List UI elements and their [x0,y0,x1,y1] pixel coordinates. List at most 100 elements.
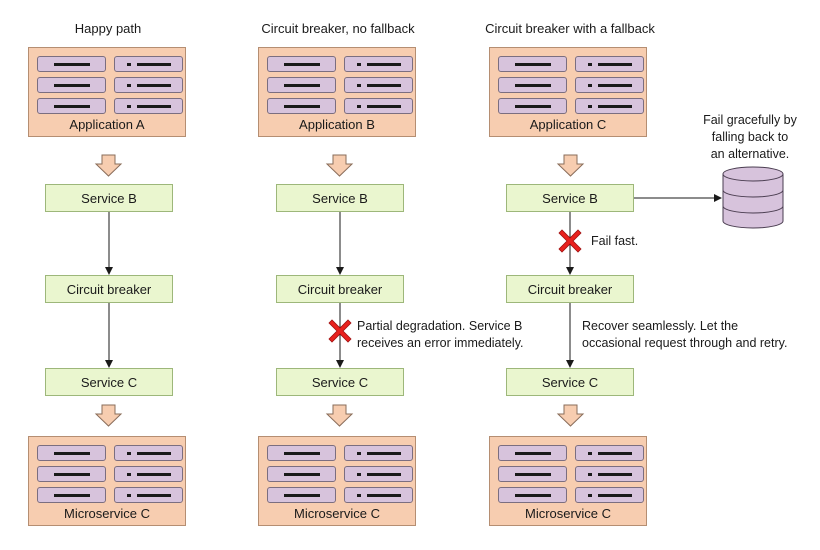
slot-dot [588,452,592,455]
server-slot-icon [344,487,413,503]
slot-bar [598,63,632,66]
slot-bar [598,473,632,476]
service-b-box-3: Service B [506,184,634,212]
application-a-label: Application A [69,117,145,132]
fail-fast-note: Fail fast. [591,234,639,248]
server-slot-icon [114,445,183,461]
microservice-c-box-1: Microservice C [28,436,186,526]
server-slot-icon [498,466,567,482]
slot-dot [588,473,592,476]
service-b-box-1: Service B [45,184,173,212]
circuit-breaker-box-3: Circuit breaker [506,275,634,303]
server-slot-icon [575,445,644,461]
slot-bar [515,494,551,497]
application-c-label: Application C [529,117,607,132]
partial-degradation-note: Partial degradation. Service B receives … [357,318,524,352]
service-c-box-2: Service C [276,368,404,396]
slot-bar [515,84,551,87]
slot-bar [137,452,171,455]
red-x-icon [558,229,582,253]
server-slot-icon [575,56,644,72]
slot-dot [357,452,361,455]
application-b-label: Application B [299,117,375,132]
slot-dot [127,105,131,108]
slot-bar [137,473,171,476]
slot-bar [367,105,401,108]
circuit-breaker-box-1: Circuit breaker [45,275,173,303]
slot-bar [367,473,401,476]
slot-bar [284,84,320,87]
column-title-no-fallback: Circuit breaker, no fallback [261,21,415,36]
slot-bar [284,63,320,66]
slot-dot [357,84,361,87]
server-slot-icon [498,56,567,72]
slot-dot [127,494,131,497]
application-c-box: Application C [489,47,647,137]
application-b-box: Application B [258,47,416,137]
server-slot-icon [344,77,413,93]
note-line: Recover seamlessly. Let the [582,319,739,333]
slot-bar [54,63,90,66]
server-slot-icon [37,77,106,93]
server-slot-icon [267,487,336,503]
note-line: Partial degradation. Service B [357,319,523,333]
server-slot-icon [575,98,644,114]
slot-bar [598,84,632,87]
down-arrow-icon [94,154,123,177]
slot-bar [284,105,320,108]
circuit-breaker-box-2: Circuit breaker [276,275,404,303]
server-slot-icon [498,445,567,461]
server-slot-icon [114,487,183,503]
database-icon [722,166,784,229]
column-title-with-fallback: Circuit breaker with a fallback [485,21,655,36]
recover-seamlessly-note: Recover seamlessly. Let the occasional r… [582,318,787,352]
server-slot-icon [114,77,183,93]
slot-bar [137,494,171,497]
slot-bar [598,105,632,108]
server-slot-icon [344,98,413,114]
slot-bar [367,494,401,497]
server-slot-icon [267,445,336,461]
slot-bar [54,494,90,497]
down-arrow-icon [325,154,354,177]
note-line: receives an error immediately. [357,336,524,350]
server-slot-icon [575,77,644,93]
server-slot-icon [344,56,413,72]
server-slot-icon [37,445,106,461]
service-c-box-1: Service C [45,368,173,396]
slot-bar [284,494,320,497]
column-title-happy-path: Happy path [74,21,142,36]
slot-dot [357,63,361,66]
slot-bar [598,452,632,455]
slot-dot [588,84,592,87]
microservice-c-label: Microservice C [64,506,150,521]
down-arrow-icon [556,154,585,177]
slot-bar [54,84,90,87]
slot-bar [54,473,90,476]
server-slot-icon [37,98,106,114]
slot-bar [137,63,171,66]
service-b-box-2: Service B [276,184,404,212]
slot-bar [515,105,551,108]
server-slot-icon [344,445,413,461]
note-line: an alternative. [710,147,790,161]
slot-bar [284,452,320,455]
server-slot-icon [267,77,336,93]
slot-dot [588,63,592,66]
slot-dot [357,494,361,497]
server-slot-icon [267,98,336,114]
slot-dot [127,84,131,87]
slot-dot [127,473,131,476]
red-x-icon [328,319,352,343]
down-arrow-icon [94,404,123,427]
note-line: falling back to [711,130,789,144]
server-slot-icon [267,466,336,482]
slot-dot [127,63,131,66]
server-slot-icon [344,466,413,482]
note-line: occasional request through and retry. [582,336,788,350]
slot-bar [367,84,401,87]
slot-bar [598,494,632,497]
microservice-c-box-3: Microservice C [489,436,647,526]
